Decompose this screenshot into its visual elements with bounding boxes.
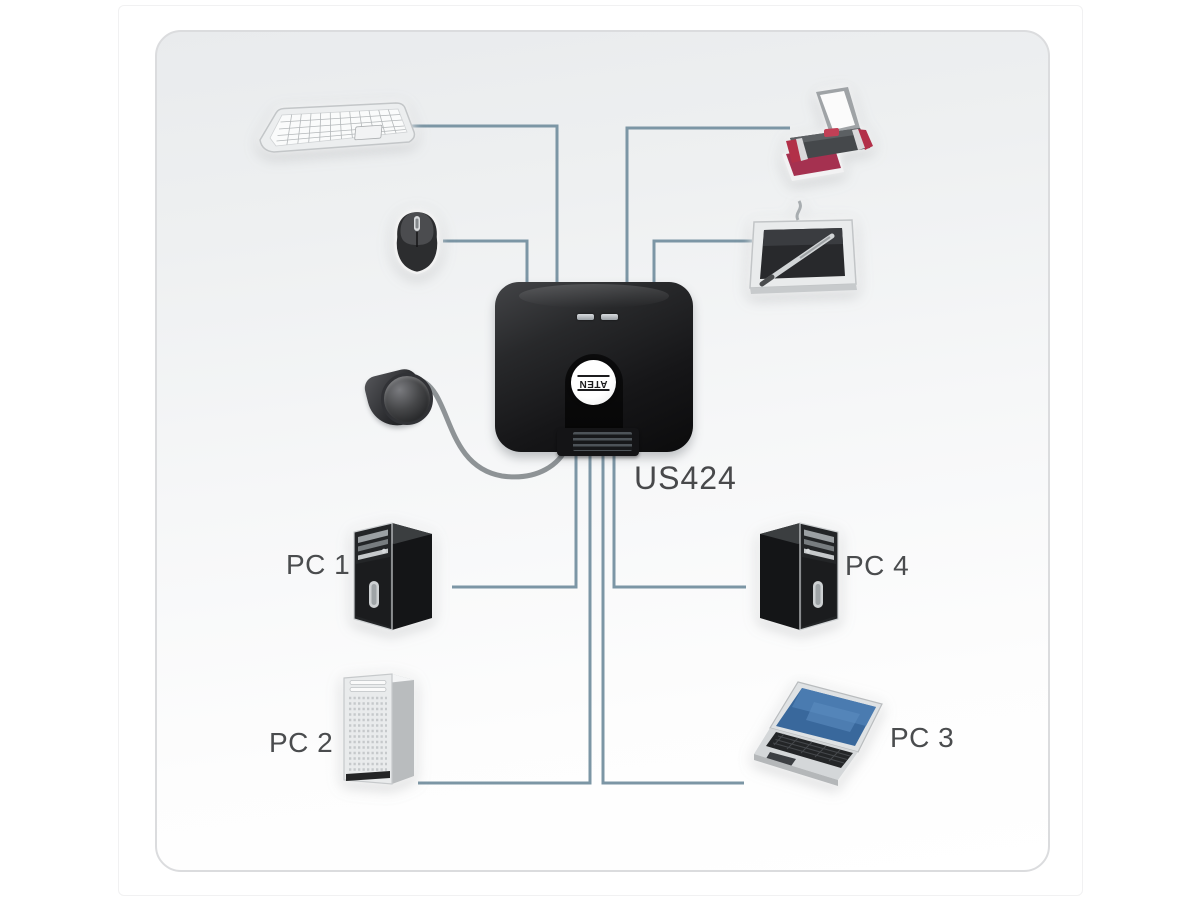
tower-side	[392, 523, 432, 630]
tower-side	[760, 523, 800, 630]
switch-port-block	[557, 428, 639, 456]
wire-tablet	[652, 239, 752, 292]
drive-bay-2	[358, 539, 388, 552]
pc2-label: PC 2	[269, 727, 334, 758]
brand-logo-text: ATEN	[577, 374, 610, 391]
screen-glow	[806, 702, 860, 732]
power-button	[805, 548, 811, 554]
graphics-tablet-icon	[749, 200, 857, 294]
wire-pc3	[601, 438, 744, 785]
wire-keyboard	[408, 124, 559, 292]
drive-bay-1	[804, 529, 834, 543]
switch-port-ribs	[573, 432, 632, 451]
tablet-pen-shade	[799, 236, 831, 259]
wire-pc2	[418, 438, 592, 785]
printer-paper	[820, 91, 855, 130]
keyboard-arrow-block	[354, 124, 383, 141]
printer-icon	[782, 87, 873, 181]
tower-front	[343, 673, 393, 785]
pc2-tower-icon	[343, 673, 414, 785]
keyboard-keys	[772, 733, 851, 764]
printer-left-trim	[796, 138, 808, 161]
usb-switch-device: ATEN	[495, 282, 693, 456]
remote-selector-cable	[417, 377, 570, 480]
brand-logo-badge: ATEN	[571, 360, 616, 405]
tablet-cable	[795, 200, 802, 221]
printer-right-trim	[852, 129, 865, 150]
keyboard-keyfield	[269, 108, 408, 147]
drive-bay-2	[804, 539, 834, 552]
keyboard-keys	[276, 109, 406, 145]
pc3-laptop-icon	[754, 681, 883, 786]
top-slot-1	[349, 680, 387, 685]
tablet-pen-tip	[759, 274, 775, 287]
pc3-label: PC 3	[890, 722, 955, 753]
printer-right-cap	[856, 129, 873, 150]
remote-selector-button	[381, 373, 433, 425]
drive-bay-1	[358, 529, 388, 543]
front-grille	[349, 696, 387, 771]
io-strip	[358, 548, 388, 560]
tower-side	[392, 674, 414, 784]
pc1-tower-icon	[353, 522, 432, 631]
laptop-front-edge	[754, 754, 838, 786]
wire-pc1	[452, 438, 578, 589]
port-led-2	[601, 314, 618, 320]
bottom-strip	[346, 771, 390, 781]
pc4-label: PC 4	[845, 550, 910, 581]
power-button	[381, 548, 387, 554]
peripheral-and-pc-wires	[408, 124, 790, 785]
switch-sheen	[518, 284, 670, 308]
model-label: US424	[634, 460, 737, 496]
mouse-wheel-groove	[415, 218, 419, 229]
tablet-edge	[750, 284, 857, 294]
pc4-tower-icon	[760, 522, 839, 631]
pc1-label: PC 1	[286, 549, 351, 580]
printer-button	[824, 128, 839, 137]
front-usb-oval-inner	[815, 584, 821, 605]
mouse-icon	[394, 209, 440, 275]
wire-mouse	[443, 239, 529, 292]
wire-printer	[625, 126, 790, 292]
wire-pc4	[612, 438, 746, 589]
top-slot-2	[349, 687, 387, 692]
io-strip	[804, 548, 834, 560]
keyboard-icon	[259, 102, 416, 153]
port-led-1	[577, 314, 594, 320]
front-usb-oval-inner	[371, 584, 377, 605]
